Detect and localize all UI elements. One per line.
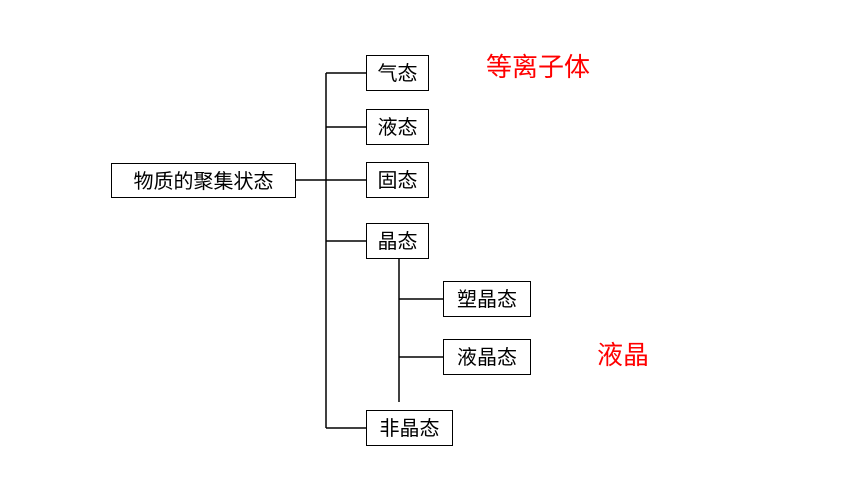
state-label-gas: 气态	[377, 61, 418, 85]
state-box-crystal: 晶态	[366, 223, 429, 259]
substate-box-liquid-crystal: 液晶态	[443, 339, 531, 375]
state-box-amorphous: 非晶态	[366, 410, 453, 446]
state-label-crystal: 晶态	[377, 229, 418, 253]
state-label-amorphous: 非晶态	[379, 416, 440, 440]
state-box-liquid: 液态	[366, 109, 429, 145]
substate-label-liquid-crystal: 液晶态	[457, 345, 517, 369]
state-box-gas: 气态	[366, 55, 429, 91]
state-label-liquid: 液态	[377, 115, 418, 139]
substate-label-plastic-crystal: 塑晶态	[457, 287, 517, 311]
annotation-plasma: 等离子体	[486, 53, 591, 83]
root-label: 物质的聚集状态	[133, 168, 274, 193]
root-box: 物质的聚集状态	[111, 163, 296, 198]
state-box-solid: 固态	[366, 162, 429, 198]
annotation-liquid-crystal: 液晶	[597, 341, 650, 371]
substate-box-plastic-crystal: 塑晶态	[443, 281, 531, 317]
state-label-solid: 固态	[377, 168, 418, 192]
